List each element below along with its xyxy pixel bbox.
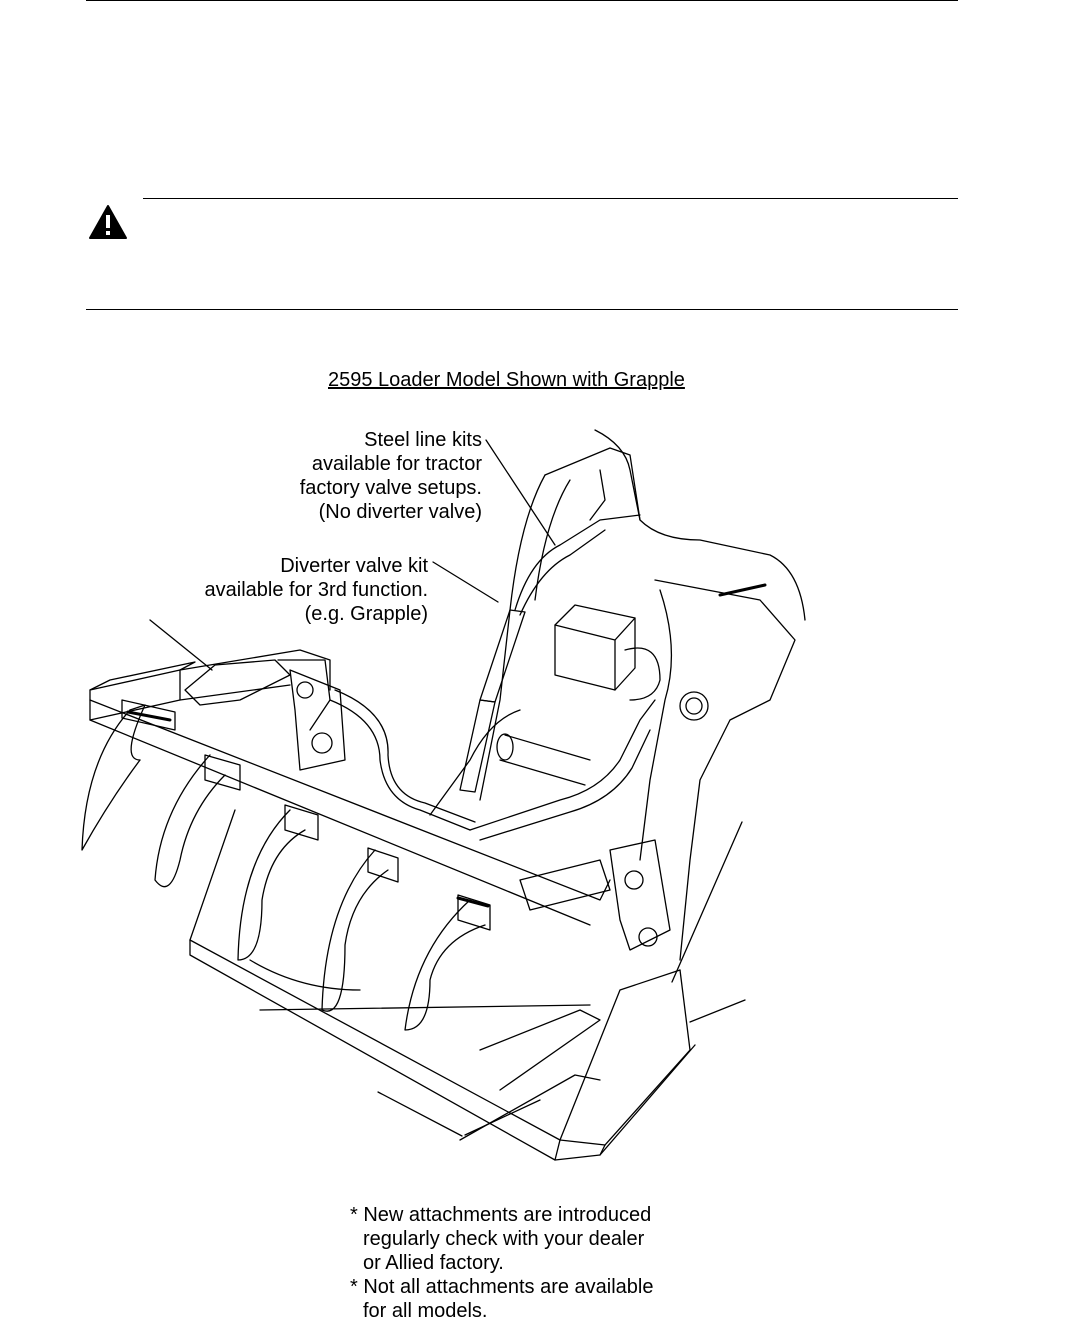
note-line: or Allied factory. — [363, 1252, 504, 1274]
warning-triangle-icon — [89, 205, 127, 239]
note-line: * Not all attachments are available — [350, 1276, 654, 1298]
steel-line-callout: Steel line kits available for tractor fa… — [230, 428, 482, 524]
callout-line: (No diverter valve) — [318, 501, 482, 523]
callout-line: Diverter valve kit — [280, 555, 428, 577]
callout-line: available for tractor — [311, 453, 482, 475]
note-line: * New attachments are introduced — [350, 1204, 652, 1226]
note-line: regularly check with your dealer — [363, 1228, 645, 1250]
warning-top-rule — [143, 198, 958, 199]
figure-title: 2595 Loader Model Shown with Grapple — [328, 369, 685, 391]
callout-line: available for 3rd function. — [204, 579, 428, 601]
warning-bottom-rule — [86, 309, 958, 310]
callout-line: Steel line kits — [364, 429, 482, 451]
top-rule — [86, 0, 958, 1]
callout-line: factory valve setups. — [299, 477, 482, 499]
callout-line: (e.g. Grapple) — [304, 603, 428, 625]
diverter-callout: Diverter valve kit available for 3rd fun… — [150, 554, 428, 626]
note-line: for all models. — [363, 1300, 488, 1322]
attachments-notes: * New attachments are introduced regular… — [350, 1203, 690, 1323]
